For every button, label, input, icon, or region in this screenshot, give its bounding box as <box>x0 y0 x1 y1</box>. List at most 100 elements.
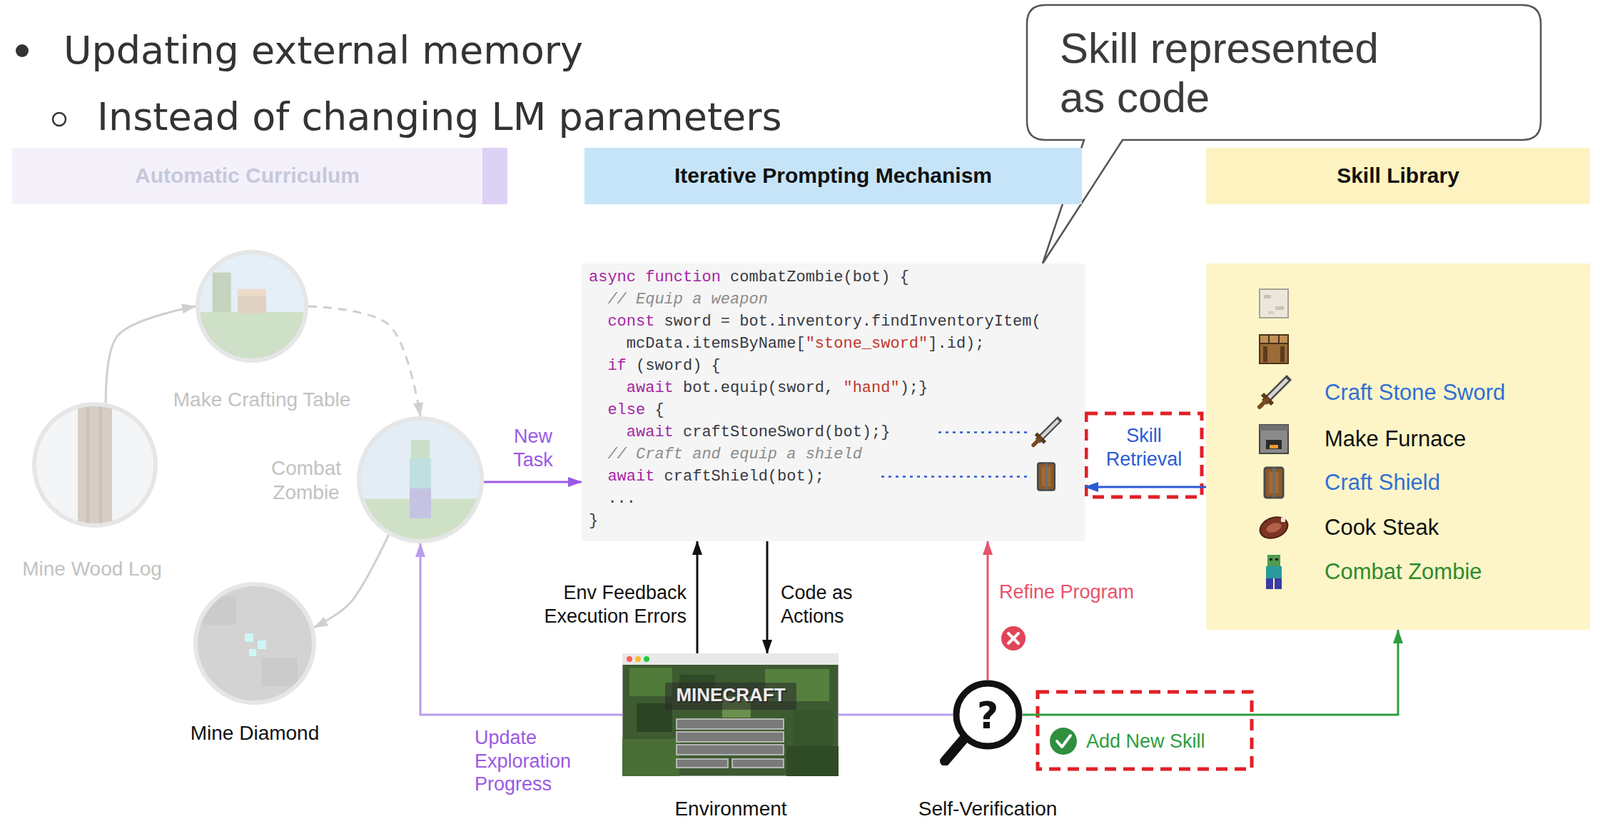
connector <box>1084 485 1207 489</box>
edge-label: Env Feedback Execution Errors <box>515 580 687 629</box>
edge-label: Update Exploration Progress <box>474 725 589 797</box>
curriculum-task: Mine Wood Log <box>32 401 158 528</box>
zombie-icon <box>1266 554 1282 589</box>
task-circle <box>356 416 484 544</box>
window-dot <box>635 655 641 662</box>
leader-line <box>938 431 1029 434</box>
quartz-icon <box>1259 289 1289 318</box>
menu-button <box>676 758 728 768</box>
shield-band <box>1273 467 1276 498</box>
accept-icon-mark <box>1056 735 1071 747</box>
task-ring <box>195 583 315 703</box>
block-spot <box>1268 311 1274 315</box>
code-token: if <box>607 356 626 375</box>
task-circle <box>32 401 158 528</box>
window-dot <box>626 655 633 662</box>
connector <box>986 540 990 680</box>
code-token: const <box>607 312 655 331</box>
leader-line <box>881 475 1029 478</box>
skill-name: Craft Stone Sword <box>1324 378 1506 407</box>
block <box>1259 289 1289 318</box>
code-line: if (sword) { <box>607 354 721 377</box>
crafting-top <box>237 289 267 297</box>
diamond-ore <box>244 633 254 642</box>
window-dot <box>643 655 650 662</box>
sword-handle <box>1033 438 1040 446</box>
skill-name: Combat Zombie <box>1324 558 1483 586</box>
sword-icon <box>1033 420 1058 445</box>
free-label: ? <box>976 692 999 738</box>
sword-handle <box>1259 399 1267 407</box>
node-text: Make Crafting Table <box>173 387 352 412</box>
tree <box>212 272 232 312</box>
furnace-opening <box>1266 439 1282 449</box>
zombie-leg <box>1274 578 1282 589</box>
code-token: } <box>588 511 599 530</box>
task-circle <box>195 249 309 363</box>
code-line: const sword = bot.inventory.findInventor… <box>607 310 1041 333</box>
free-label: Instead of changing LM parameters <box>97 93 783 141</box>
title-bar <box>622 652 839 665</box>
edge-label: New Task <box>507 424 559 472</box>
connector <box>1022 629 1399 715</box>
table-leg <box>1263 346 1268 362</box>
bullet <box>15 44 29 58</box>
table-grid <box>1268 334 1279 344</box>
code-token: craftStoneSword(bot);} <box>673 423 891 442</box>
callout-shape <box>1026 4 1541 264</box>
task-picture <box>356 416 484 544</box>
task-ring <box>34 403 156 526</box>
code-token: craftShield(bot); <box>654 467 825 486</box>
node-text: Skill represented as code <box>1059 23 1417 123</box>
sword-blade-outline <box>1266 379 1287 400</box>
shield-body <box>1037 463 1055 491</box>
bark <box>87 401 101 528</box>
code-token <box>635 268 646 287</box>
table-top <box>1259 334 1289 344</box>
code-token: await <box>607 467 655 486</box>
node-text: Mine Wood Log <box>22 556 162 581</box>
trunk <box>77 401 113 528</box>
shield-body <box>1264 467 1284 498</box>
screen-frame <box>622 652 839 776</box>
code-token: function <box>645 268 721 287</box>
connector <box>314 534 389 628</box>
stone-block <box>261 657 298 686</box>
code-token: combatZombie(bot) { <box>720 268 910 287</box>
node-text: Environment <box>674 796 787 821</box>
sub-bullet <box>52 112 66 126</box>
skill-name: Craft Shield <box>1324 468 1441 496</box>
curriculum-task: Make Crafting Table <box>195 249 309 363</box>
edge-label: Code as Actions <box>780 580 881 629</box>
table-icon <box>1259 334 1289 364</box>
shield-icon <box>1037 463 1055 491</box>
sword-blade <box>1266 380 1286 400</box>
code-box: async function combatZombie(bot) {// Equ… <box>581 263 1085 541</box>
free-label: Updating external memory <box>63 27 584 75</box>
zombie-head <box>1267 554 1281 566</box>
steak-center <box>1265 520 1284 535</box>
code-line: // Equip a weapon <box>607 288 768 311</box>
reject-icon-mark <box>1008 633 1019 643</box>
screenshot <box>622 652 839 776</box>
diamond-ore <box>249 648 257 656</box>
shield-icon <box>1264 467 1284 498</box>
skill-name: Make Furnace <box>1324 425 1466 453</box>
code-token: // Equip a weapon <box>607 290 768 309</box>
code-token: // Craft and equip a shield <box>607 445 862 464</box>
foliage <box>622 738 680 776</box>
code-token: await <box>626 378 674 397</box>
task-ring <box>358 418 482 541</box>
task-picture <box>195 249 309 363</box>
node-text: Combat Zombie <box>264 456 349 505</box>
reject-icon <box>1001 625 1026 651</box>
code-token: (sword) { <box>626 356 721 375</box>
connector <box>420 543 953 715</box>
code-token: bot.equip(sword, <box>673 378 844 397</box>
band-accent <box>482 147 508 205</box>
diamond-ore <box>257 640 267 649</box>
code-line: else { <box>607 398 664 422</box>
code-token: sword = bot.inventory.findInventoryItem( <box>654 312 1041 331</box>
zombie-body <box>1266 565 1282 579</box>
